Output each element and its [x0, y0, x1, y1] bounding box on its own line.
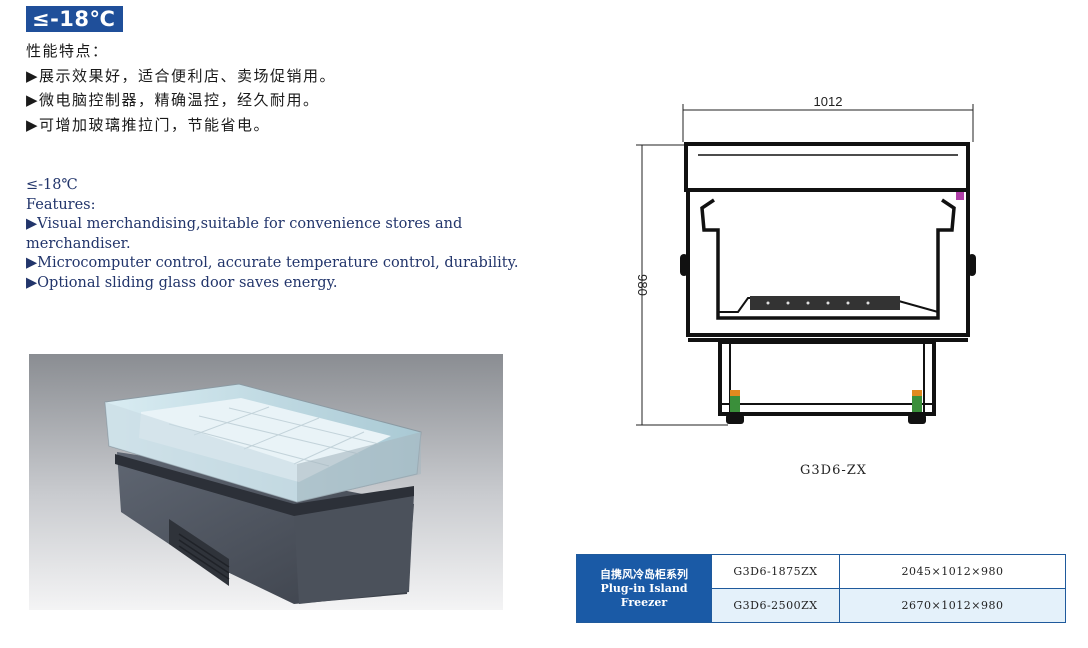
table-row: 自携风冷岛柜系列 Plug-in Island Freezer G3D6-187…: [576, 554, 1066, 623]
dimensions-cell: 2045×1012×980: [839, 554, 1066, 589]
features-en-item: ▶Optional sliding glass door saves energ…: [26, 274, 338, 291]
series-name-en-1: Plug-in Island: [600, 581, 688, 595]
series-name-en-2: Freezer: [620, 595, 668, 609]
features-cn-heading: 性能特点：: [26, 42, 109, 60]
temperature-badge: ≤-18℃: [26, 6, 124, 32]
features-en-item: ▶Microcomputer control, accurate tempera…: [26, 255, 519, 272]
features-cn-item: ▶展示效果好，适合便利店、卖场促销用。: [26, 66, 337, 85]
features-en-heading: Features:: [26, 196, 96, 213]
technical-drawing: 1012 980: [635, 94, 976, 426]
features-en: ≤-18℃ Features: ▶Visual merchandising,su…: [26, 176, 566, 294]
series-cell: 自携风冷岛柜系列 Plug-in Island Freezer: [576, 554, 712, 623]
width-dimension-label: 1012: [814, 94, 843, 109]
spec-table: 自携风冷岛柜系列 Plug-in Island Freezer G3D6-187…: [576, 554, 1066, 623]
series-name-cn: 自携风冷岛柜系列: [600, 567, 688, 581]
dimensions-cell: 2670×1012×980: [839, 588, 1066, 623]
product-photo: [29, 354, 503, 610]
model-cell: G3D6-2500ZX: [711, 588, 840, 623]
features-en-temperature: ≤-18℃: [26, 177, 78, 193]
features-cn: 性能特点： ▶展示效果好，适合便利店、卖场促销用。 ▶微电脑控制器，精确温控，经…: [26, 39, 336, 137]
features-en-item: ▶Visual merchandising,suitable for conve…: [26, 216, 463, 252]
features-cn-item: ▶可增加玻璃推拉门，节能省电。: [26, 115, 271, 134]
height-dimension-label: 980: [635, 274, 650, 296]
drawing-model-caption: G3D6-ZX: [800, 463, 868, 478]
features-cn-item: ▶微电脑控制器，精确温控，经久耐用。: [26, 91, 320, 109]
model-cell: G3D6-1875ZX: [711, 554, 840, 589]
table-row: G3D6-2500ZX 2670×1012×980: [577, 588, 1066, 623]
